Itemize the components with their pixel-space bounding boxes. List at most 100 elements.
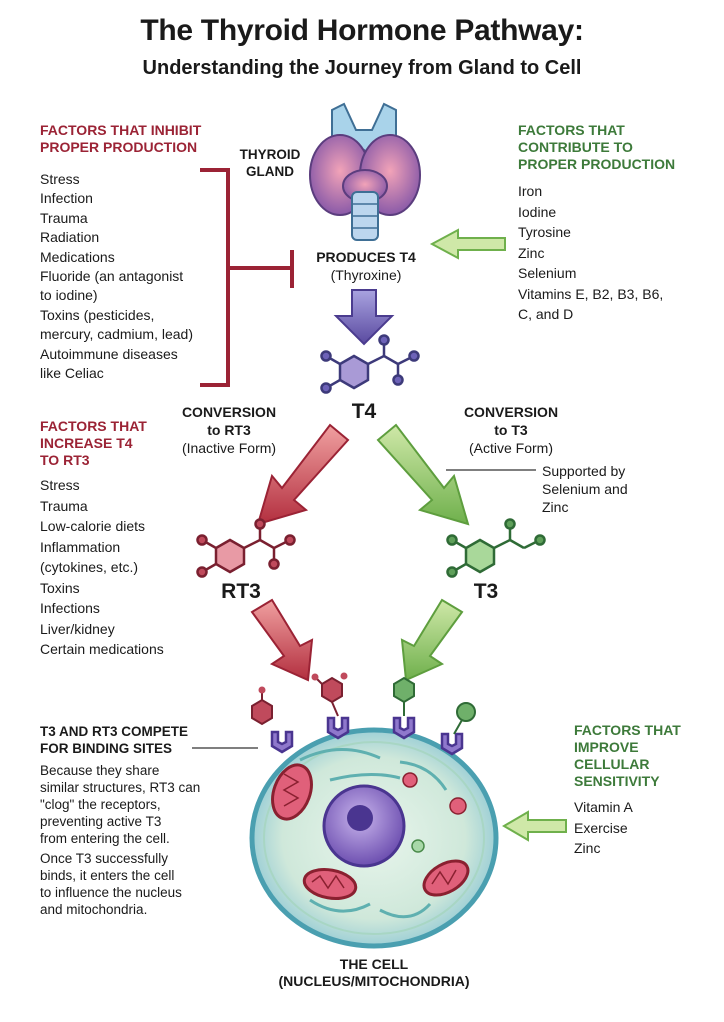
compete-line: and mitochondria. (40, 902, 148, 917)
list-item: Vitamin A (574, 799, 633, 815)
sensitivity-heading: FACTORS THAT IMPROVE CELLULAR SENSITIVIT… (574, 722, 681, 790)
compete-line: to influence the nucleus (40, 885, 182, 900)
compete-line: "clog" the receptors, (40, 797, 161, 812)
list-item: Infection (40, 190, 93, 207)
list-item: Iron (518, 183, 543, 199)
contribute-arrow (429, 228, 506, 260)
compete-heading-line: FOR BINDING SITES (40, 741, 173, 756)
contribute-heading-line: PROPER PRODUCTION (518, 156, 676, 172)
list-item: (cytokines, etc.) (40, 559, 139, 575)
conversion-rt3-line: to RT3 (207, 422, 251, 438)
produces-t4-label: PRODUCES T4 (Thyroxine) (296, 248, 436, 284)
list-item: Toxins (40, 579, 80, 596)
conversion-t3-label: CONVERSION to T3 (Active Form) (446, 403, 576, 457)
list-item: Iodine (518, 203, 557, 220)
conversion-rt3-label: CONVERSION to RT3 (Inactive Form) (164, 403, 294, 457)
t4-label: T4 (351, 400, 377, 423)
inhibit-list: Stress Infection Trauma Radiation Medica… (40, 170, 193, 383)
increase-heading-line: TO RT3 (40, 452, 90, 468)
t3-label: T3 (473, 580, 499, 603)
list-item: Infections (40, 600, 100, 616)
list-item: Zinc (574, 840, 601, 856)
support-line: Selenium and (542, 481, 628, 497)
compete-paragraph-1: Because they share similar structures, R… (40, 762, 250, 847)
sensitivity-arrow (502, 810, 567, 842)
rt3-label: RT3 (221, 580, 261, 603)
cell-icon (249, 727, 499, 949)
page-subtitle: Understanding the Journey from Gland to … (142, 57, 582, 79)
gland-label-line: THYROID (239, 147, 301, 162)
inhibit-heading-line: PROPER PRODUCTION (40, 139, 198, 155)
conversion-t3-line: to T3 (494, 422, 528, 438)
list-item: Radiation (40, 229, 100, 246)
support-line: Zinc (542, 499, 569, 515)
conversion-t3-line: (Active Form) (469, 440, 553, 456)
t3-molecule-icon (446, 518, 546, 578)
list-item: Autoimmune diseases (40, 345, 178, 362)
t4-down-arrow (333, 289, 395, 346)
cell-label-line: THE CELL (339, 956, 409, 972)
sensitivity-heading-line: CELLULAR (574, 756, 650, 772)
conversion-rt3-line: CONVERSION (181, 404, 277, 420)
list-item: Toxins (pesticides, (40, 306, 155, 323)
produces-line: PRODUCES T4 (316, 249, 416, 265)
conversion-rt3-line: (Inactive Form) (181, 440, 277, 456)
cell-label-line: (NUCLEUS/MITOCHONDRIA) (278, 973, 470, 989)
bound-hormone-icons (251, 672, 476, 735)
produces-line: (Thyroxine) (330, 267, 402, 283)
list-item: Fluoride (an antagonist (40, 268, 184, 285)
list-item: Vitamins E, B2, B3, B6, (518, 285, 664, 302)
list-item: Tyrosine (518, 224, 571, 240)
list-item: to iodine) (40, 287, 98, 304)
list-item: like Celiac (40, 365, 104, 382)
contribute-heading: FACTORS THAT CONTRIBUTE TO PROPER PRODUC… (518, 122, 675, 173)
increase-list: Stress Trauma Low-calorie diets Inflamma… (40, 475, 164, 660)
increase-heading-line: INCREASE T4 (40, 435, 133, 451)
rt3-conversion-arrow (256, 423, 350, 526)
rt3-to-cell-arrow (250, 598, 314, 682)
support-line: Supported by (542, 463, 626, 479)
list-item: Zinc (518, 244, 545, 261)
list-item: Medications (40, 248, 115, 265)
t3-support-note: Supported by Selenium and Zinc (542, 462, 628, 516)
list-item: C, and D (518, 306, 574, 322)
compete-line: binds, it enters the cell (40, 868, 175, 883)
list-item: mercury, cadmium, lead) (40, 326, 194, 343)
increase-heading-line: FACTORS THAT (40, 418, 147, 434)
compete-line: from entering the cell. (40, 831, 170, 846)
contribute-heading-line: CONTRIBUTE TO (518, 139, 633, 155)
gland-label-line: GLAND (246, 164, 294, 179)
list-item: Exercise (574, 819, 628, 836)
list-item: Trauma (40, 497, 88, 514)
t3-to-cell-arrow (400, 598, 464, 682)
list-item: Stress (40, 477, 80, 493)
compete-line: Once T3 successfully (40, 851, 169, 866)
conversion-t3-line: CONVERSION (463, 404, 559, 420)
sensitivity-list: Vitamin A Exercise Zinc (574, 797, 633, 859)
contribute-heading-line: FACTORS THAT (518, 122, 625, 138)
inhibit-bracket (200, 168, 294, 387)
compete-line: preventing active T3 (40, 814, 162, 829)
contribute-list: Iron Iodine Tyrosine Zinc Selenium Vitam… (518, 181, 663, 325)
compete-paragraph-2: Once T3 successfully binds, it enters th… (40, 850, 250, 918)
cell-label: THE CELL (NUCLEUS/MITOCHONDRIA) (244, 956, 504, 990)
sensitivity-heading-line: FACTORS THAT (574, 722, 681, 738)
compete-heading: T3 AND RT3 COMPETE FOR BINDING SITES (40, 723, 188, 757)
inhibit-heading: FACTORS THAT INHIBIT PROPER PRODUCTION (40, 122, 201, 156)
page-title: The Thyroid Hormone Pathway: (140, 14, 584, 47)
list-item: Inflammation (40, 538, 121, 555)
thyroid-gland-label: THYROID GLAND (224, 146, 316, 180)
sensitivity-heading-line: IMPROVE (574, 739, 639, 755)
list-item: Liver/kidney (40, 620, 115, 637)
increase-heading: FACTORS THAT INCREASE T4 TO RT3 (40, 418, 147, 469)
rt3-molecule-icon (196, 518, 296, 578)
compete-line: similar structures, RT3 can (40, 780, 201, 795)
list-item: Low-calorie diets (40, 518, 146, 534)
t3-conversion-arrow (376, 423, 470, 526)
list-item: Trauma (40, 209, 88, 226)
sensitivity-heading-line: SENSITIVITY (574, 773, 660, 789)
inhibit-heading-line: FACTORS THAT INHIBIT (40, 122, 202, 138)
list-item: Certain medications (40, 641, 164, 657)
receptor-icons (270, 716, 464, 756)
